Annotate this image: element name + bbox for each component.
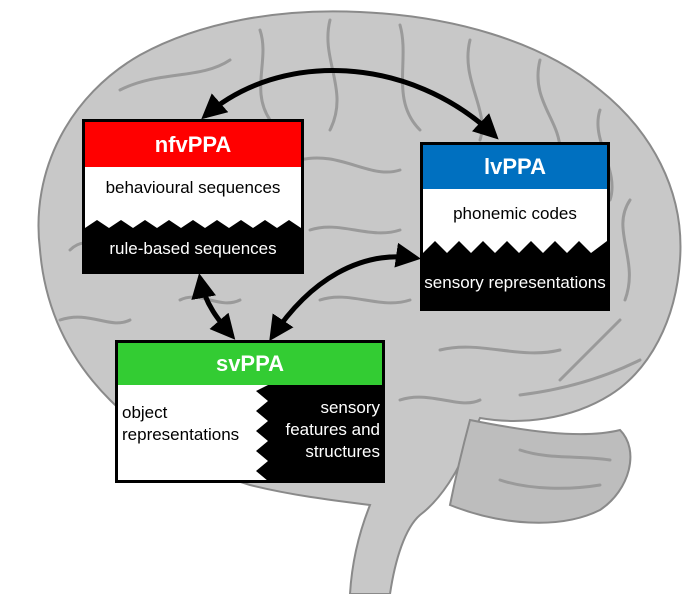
svppa-title: svPPA [118, 343, 382, 385]
nfvppa-bottom-label: rule-based sequences [109, 239, 277, 258]
nfvppa-zigzag-divider [85, 220, 301, 271]
double-headed-arrow-sv-lv [269, 242, 421, 342]
lvppa-bottom-label: sensory representations [424, 273, 606, 292]
double-headed-arrow-nfv-lv [201, 68, 499, 140]
lvppa-zigzag-divider [423, 241, 607, 308]
lvppa-box: lvPPA phonemic codes sensory representat… [420, 142, 610, 311]
lvppa-top-label: phonemic codes [453, 204, 577, 223]
svppa-right-label: sensory features and structures [285, 398, 380, 461]
nfvppa-box: nfvPPA behavioural sequences rule-based … [82, 119, 304, 274]
double-headed-arrow-nfv-sv [191, 273, 236, 340]
svppa-zigzag-divider [256, 385, 382, 480]
nfvppa-title: nfvPPA [85, 122, 301, 167]
svppa-left-label: object representations [122, 403, 240, 444]
lvppa-title: lvPPA [423, 145, 607, 189]
nfvppa-top-label: behavioural sequences [105, 178, 281, 197]
svppa-box: svPPA object representations sensory fea… [115, 340, 385, 483]
